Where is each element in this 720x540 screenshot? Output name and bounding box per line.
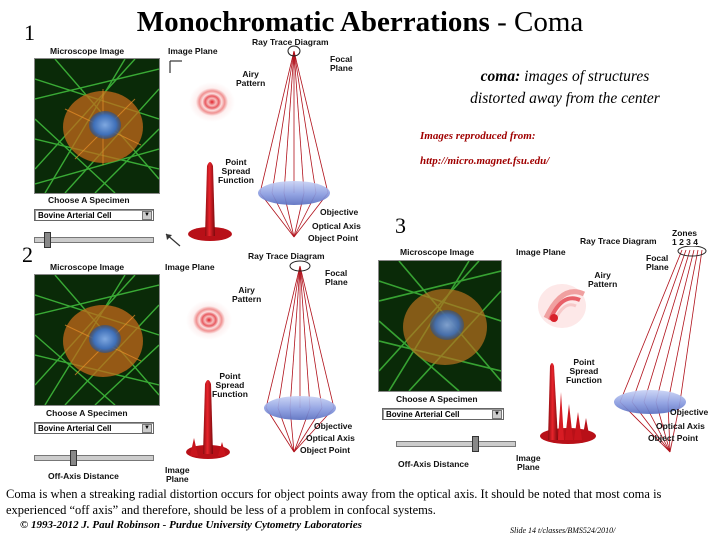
airy-pattern [189, 82, 235, 122]
slide-title-rest: - Coma [489, 6, 584, 38]
ray-trace-diagram [264, 260, 336, 453]
object-point-label: Object Point [648, 433, 699, 443]
off-axis-slider[interactable] [34, 237, 154, 243]
cell-micrograph [379, 261, 501, 391]
off-axis-label: Off-Axis Distance [398, 459, 469, 469]
panel-3: Microscope Image Image Plane Ray Trace D… [370, 228, 720, 488]
zones-numbers: 1 2 3 4 [672, 237, 698, 247]
slide-title: Monochromatic Aberrations - Coma [0, 4, 720, 40]
coma-term: coma: [480, 68, 521, 85]
caption-text: Coma is when a streaking radial distorti… [6, 487, 662, 517]
objective-label: Objective [314, 421, 353, 431]
optical-axis-label: Optical Axis [656, 421, 705, 431]
airy-pattern-coma [538, 284, 586, 328]
off-axis-label: Off-Axis Distance [48, 471, 119, 481]
ray-trace-diagram [614, 246, 707, 453]
ray-trace-diagram [258, 45, 330, 238]
objective-label: Objective [320, 207, 359, 217]
microscope-image-label: Microscope Image [50, 46, 125, 56]
ray-trace-label: Ray Trace Diagram [248, 251, 325, 261]
zones-label: Zones [672, 228, 698, 238]
microscope-image [34, 274, 160, 406]
optical-axis-label: Optical Axis [306, 433, 355, 443]
microscope-image [378, 260, 502, 392]
off-axis-slider-thumb[interactable] [44, 232, 51, 248]
source-url[interactable]: http://micro.magnet.fsu.edu/ [420, 155, 550, 167]
choose-specimen-label: Choose A Specimen [46, 408, 128, 418]
panel-2: Microscope Image Image Plane Ray Trace D… [0, 248, 400, 488]
panel-1: Microscope Image Image Plane Ray Trace D… [0, 0, 400, 250]
off-axis-slider-thumb[interactable] [70, 450, 77, 466]
specimen-select-value: Bovine Arterial Cell [386, 410, 460, 419]
microscope-image [34, 58, 160, 194]
panel-number-1: 1 [24, 20, 35, 45]
choose-specimen-label: Choose A Specimen [48, 195, 130, 205]
slide-title-bold: Monochromatic Aberrations [136, 6, 490, 38]
objective-label: Objective [670, 407, 709, 417]
specimen-select-value: Bovine Arterial Cell [38, 211, 112, 220]
ray-trace-label: Ray Trace Diagram [252, 37, 329, 47]
optical-axis-label: Optical Axis [312, 221, 361, 231]
microscope-image-label: Microscope Image [50, 262, 125, 272]
coma-desc-line1: images of structures [520, 68, 650, 85]
psf-peak-coma [540, 363, 596, 444]
object-point-label: Object Point [300, 445, 351, 455]
image-plane-label: Image Plane [516, 247, 566, 257]
microscope-image-label: Microscope Image [400, 247, 475, 257]
psf-peak [188, 162, 232, 241]
arrow-icon [165, 233, 181, 247]
coma-description: coma: images of structures distorted awa… [430, 66, 700, 110]
footer-copyright: © 1993-2012 J. Paul Robinson - Purdue Un… [20, 519, 362, 531]
specimen-select[interactable]: Bovine Arterial Cell ▼ [34, 209, 154, 221]
chevron-down-icon[interactable]: ▼ [142, 424, 152, 433]
specimen-select-value: Bovine Arterial Cell [38, 424, 112, 433]
panel-number-3: 3 [395, 213, 406, 238]
coma-desc-line2: distorted away from the center [470, 90, 660, 107]
panel-number-2: 2 [22, 242, 33, 267]
slide-id: Slide 14 t/classes/BMS524/2010/ [510, 526, 616, 535]
arrow-icon [169, 60, 182, 73]
cell-micrograph [35, 59, 159, 193]
object-point-label: Object Point [308, 233, 359, 243]
psf-peak [186, 380, 230, 459]
specimen-select[interactable]: Bovine Arterial Cell ▼ [382, 408, 504, 420]
off-axis-slider-thumb[interactable] [472, 436, 479, 452]
source-label: Images reproduced from: [420, 130, 536, 142]
image-plane-label: Image Plane [165, 262, 215, 272]
chevron-down-icon[interactable]: ▼ [142, 211, 152, 220]
off-axis-slider[interactable] [34, 455, 154, 461]
off-axis-slider[interactable] [396, 441, 516, 447]
image-plane-label: Image Plane [168, 46, 218, 56]
chevron-down-icon[interactable]: ▼ [492, 410, 502, 419]
airy-pattern [186, 300, 232, 340]
ray-trace-label: Ray Trace Diagram [580, 236, 657, 246]
cell-micrograph [35, 275, 159, 405]
choose-specimen-label: Choose A Specimen [396, 394, 478, 404]
specimen-select[interactable]: Bovine Arterial Cell ▼ [34, 422, 154, 434]
